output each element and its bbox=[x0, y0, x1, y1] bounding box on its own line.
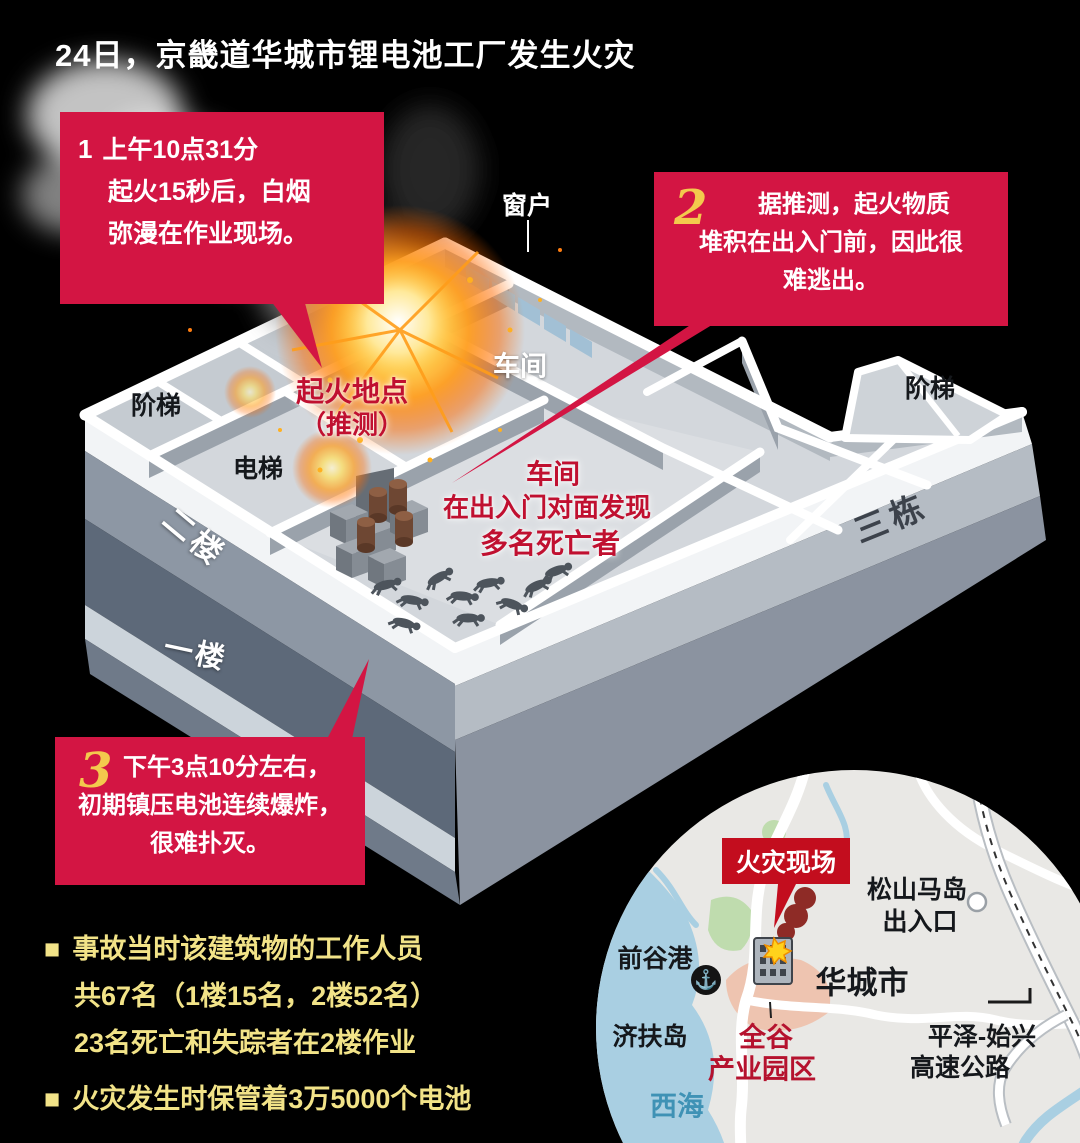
sea-area bbox=[596, 832, 725, 1143]
fire-site-pointer bbox=[774, 884, 796, 928]
callout-1-line3: 弥漫在作业现场。 bbox=[108, 220, 309, 248]
victim-silhouettes bbox=[370, 562, 573, 634]
interchange-marker bbox=[966, 891, 988, 913]
casualty-note-line1: 车间 bbox=[526, 459, 580, 490]
fact-1-line1: ■事故当时该建筑物的工作人员 bbox=[44, 934, 424, 964]
callout-3: 3 下午3点10分左右， 初期镇压电池连续爆炸， 很难扑灭。 bbox=[55, 737, 365, 885]
industrial-label-line2: 产业园区 bbox=[708, 1054, 816, 1085]
port-label: 前谷港 bbox=[617, 945, 693, 973]
expressway bbox=[967, 770, 1080, 1128]
callout-3-line2: 初期镇压电池连续爆炸， bbox=[78, 792, 342, 819]
callout-2-line3: 难逃出。 bbox=[783, 267, 879, 294]
green-zone bbox=[708, 896, 753, 951]
expressway-leader-line bbox=[988, 988, 1032, 1004]
battery-drums bbox=[357, 479, 413, 553]
callout-pointer-tails bbox=[258, 284, 748, 739]
callout-3-line1: 下午3点10分左右， bbox=[122, 754, 332, 781]
gate-label-line2: 出入口 bbox=[882, 908, 958, 936]
window-label: 窗户 bbox=[501, 192, 553, 220]
bullet-icon: ■ bbox=[44, 934, 61, 964]
industrial-leader-line bbox=[769, 1001, 772, 1019]
callout-1-line2: 起火15秒后，白烟 bbox=[108, 178, 311, 206]
facts-block: ■事故当时该建筑物的工作人员 共67名（1楼15名，2楼52名） 23名死亡和失… bbox=[44, 926, 471, 1123]
elevator-label: 电梯 bbox=[232, 455, 284, 483]
workshop-label: 车间 bbox=[493, 351, 547, 382]
city-label: 华城市 bbox=[815, 965, 909, 1001]
gate-label-line1: 松山马岛 bbox=[866, 876, 968, 904]
page-title: 24日，京畿道华城市锂电池工厂发生火灾 bbox=[55, 38, 636, 73]
callout-2-line1: 据推测，起火物质 bbox=[758, 191, 950, 218]
fire-site-label: 火灾现场 bbox=[722, 838, 850, 884]
casualty-note-line2: 在出入门对面发现 bbox=[442, 492, 652, 523]
industrial-label-line1: 全谷 bbox=[739, 1022, 793, 1053]
stairs-annex bbox=[841, 356, 1012, 444]
stairs-right-label: 阶梯 bbox=[904, 375, 956, 403]
sea-label: 西海 bbox=[650, 1091, 704, 1122]
callout-2-number: 2 bbox=[674, 180, 708, 236]
fact-2: ■火灾发生时保管着3万5000个电池 bbox=[44, 1084, 472, 1114]
bullet-icon: ■ bbox=[44, 1084, 61, 1114]
callout-1-number: 1 bbox=[78, 134, 93, 164]
battery-stack bbox=[330, 468, 428, 588]
expressway-label-line2: 高速公路 bbox=[909, 1054, 1011, 1082]
expressway-label-line1: 平泽-始兴 bbox=[927, 1023, 1037, 1051]
callout-1: 1 上午10点31分 起火15秒后，白烟 弥漫在作业现场。 bbox=[60, 112, 384, 304]
callout-3-line3: 很难扑灭。 bbox=[150, 830, 270, 857]
location-map: 火灾现场 ⚓ 前谷港 济扶岛 西海 全谷 产业园区 华城市 松山马岛 出入口 平… bbox=[596, 770, 1080, 1143]
callout-2-line2: 堆积在出入门前，因此很 bbox=[699, 229, 963, 256]
fact-1-line3: 23名死亡和失踪者在2楼作业 bbox=[74, 1028, 417, 1058]
stairs-left-label: 阶梯 bbox=[130, 392, 182, 420]
fire-origin-label-line2: （推测） bbox=[299, 409, 405, 440]
callout-2: 2 据推测，起火物质 堆积在出入门前，因此很 难逃出。 bbox=[654, 172, 1008, 326]
callout-3-number: 3 bbox=[79, 743, 113, 799]
anchor-icon: ⚓ bbox=[691, 965, 721, 995]
factory-icon bbox=[753, 887, 816, 985]
fact-1-line2: 共67名（1楼15名，2楼52名） bbox=[74, 981, 438, 1011]
fire-origin-label-line1: 起火地点 bbox=[295, 376, 409, 407]
explosion-star-icon bbox=[762, 936, 793, 966]
callout-1-line1: 上午10点31分 bbox=[102, 136, 259, 164]
casualty-note-line3: 多名死亡者 bbox=[479, 528, 621, 559]
island-label: 济扶岛 bbox=[612, 1023, 688, 1051]
